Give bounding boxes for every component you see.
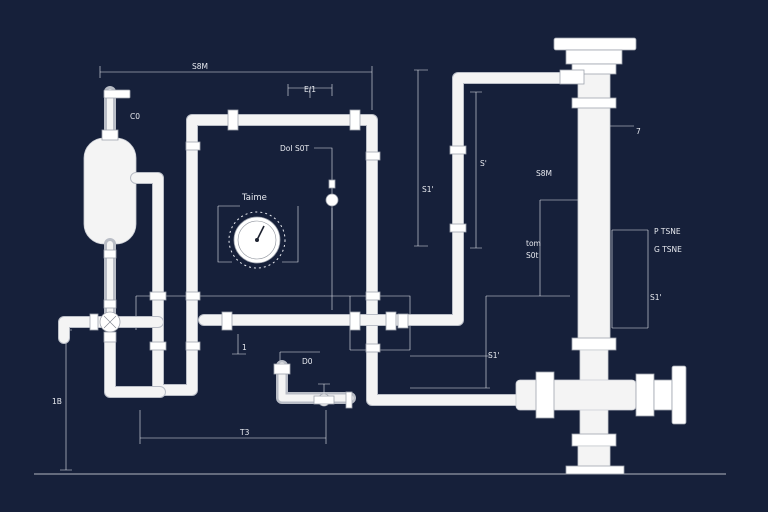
label-small-mid-a: tom	[526, 239, 541, 248]
flow-meter	[325, 176, 339, 230]
pressure-gauge	[228, 211, 286, 269]
label-gauge-title: Taime	[241, 193, 267, 203]
main-column	[515, 37, 687, 475]
label-small-code: D0	[302, 357, 313, 366]
labels: S8M C0 E/1 DoI S0T Taime S1' S' S8M P TS…	[52, 62, 682, 437]
label-column: S8M	[536, 169, 552, 178]
label-left-height: 1B	[52, 397, 62, 406]
label-bottom-span: T3	[239, 428, 250, 437]
label-right-tag-1: P TSNE	[654, 227, 681, 236]
label-upper-fitting: DoI S0T	[280, 144, 309, 153]
label-top-mid: E/1	[304, 85, 316, 94]
pressure-vessel	[83, 86, 137, 324]
label-vessel-top: C0	[130, 112, 140, 121]
label-right-tag-2: G TSNE	[654, 245, 682, 254]
label-mid-right-2: S'	[480, 159, 487, 168]
label-lower-mid: S1'	[488, 351, 500, 360]
left-pipe-loop	[104, 109, 524, 406]
label-right-dim: S1'	[650, 293, 662, 302]
drain-valve-branch	[273, 360, 356, 409]
label-top-right-short: 7	[636, 127, 641, 136]
dimension-lines	[34, 66, 726, 475]
label-small-mid-b: S0t	[526, 251, 539, 260]
label-mid-right-1: S1'	[422, 185, 434, 194]
label-valve-small: 1	[242, 343, 247, 352]
header-line	[58, 72, 578, 344]
label-top-span: S8M	[192, 62, 208, 71]
